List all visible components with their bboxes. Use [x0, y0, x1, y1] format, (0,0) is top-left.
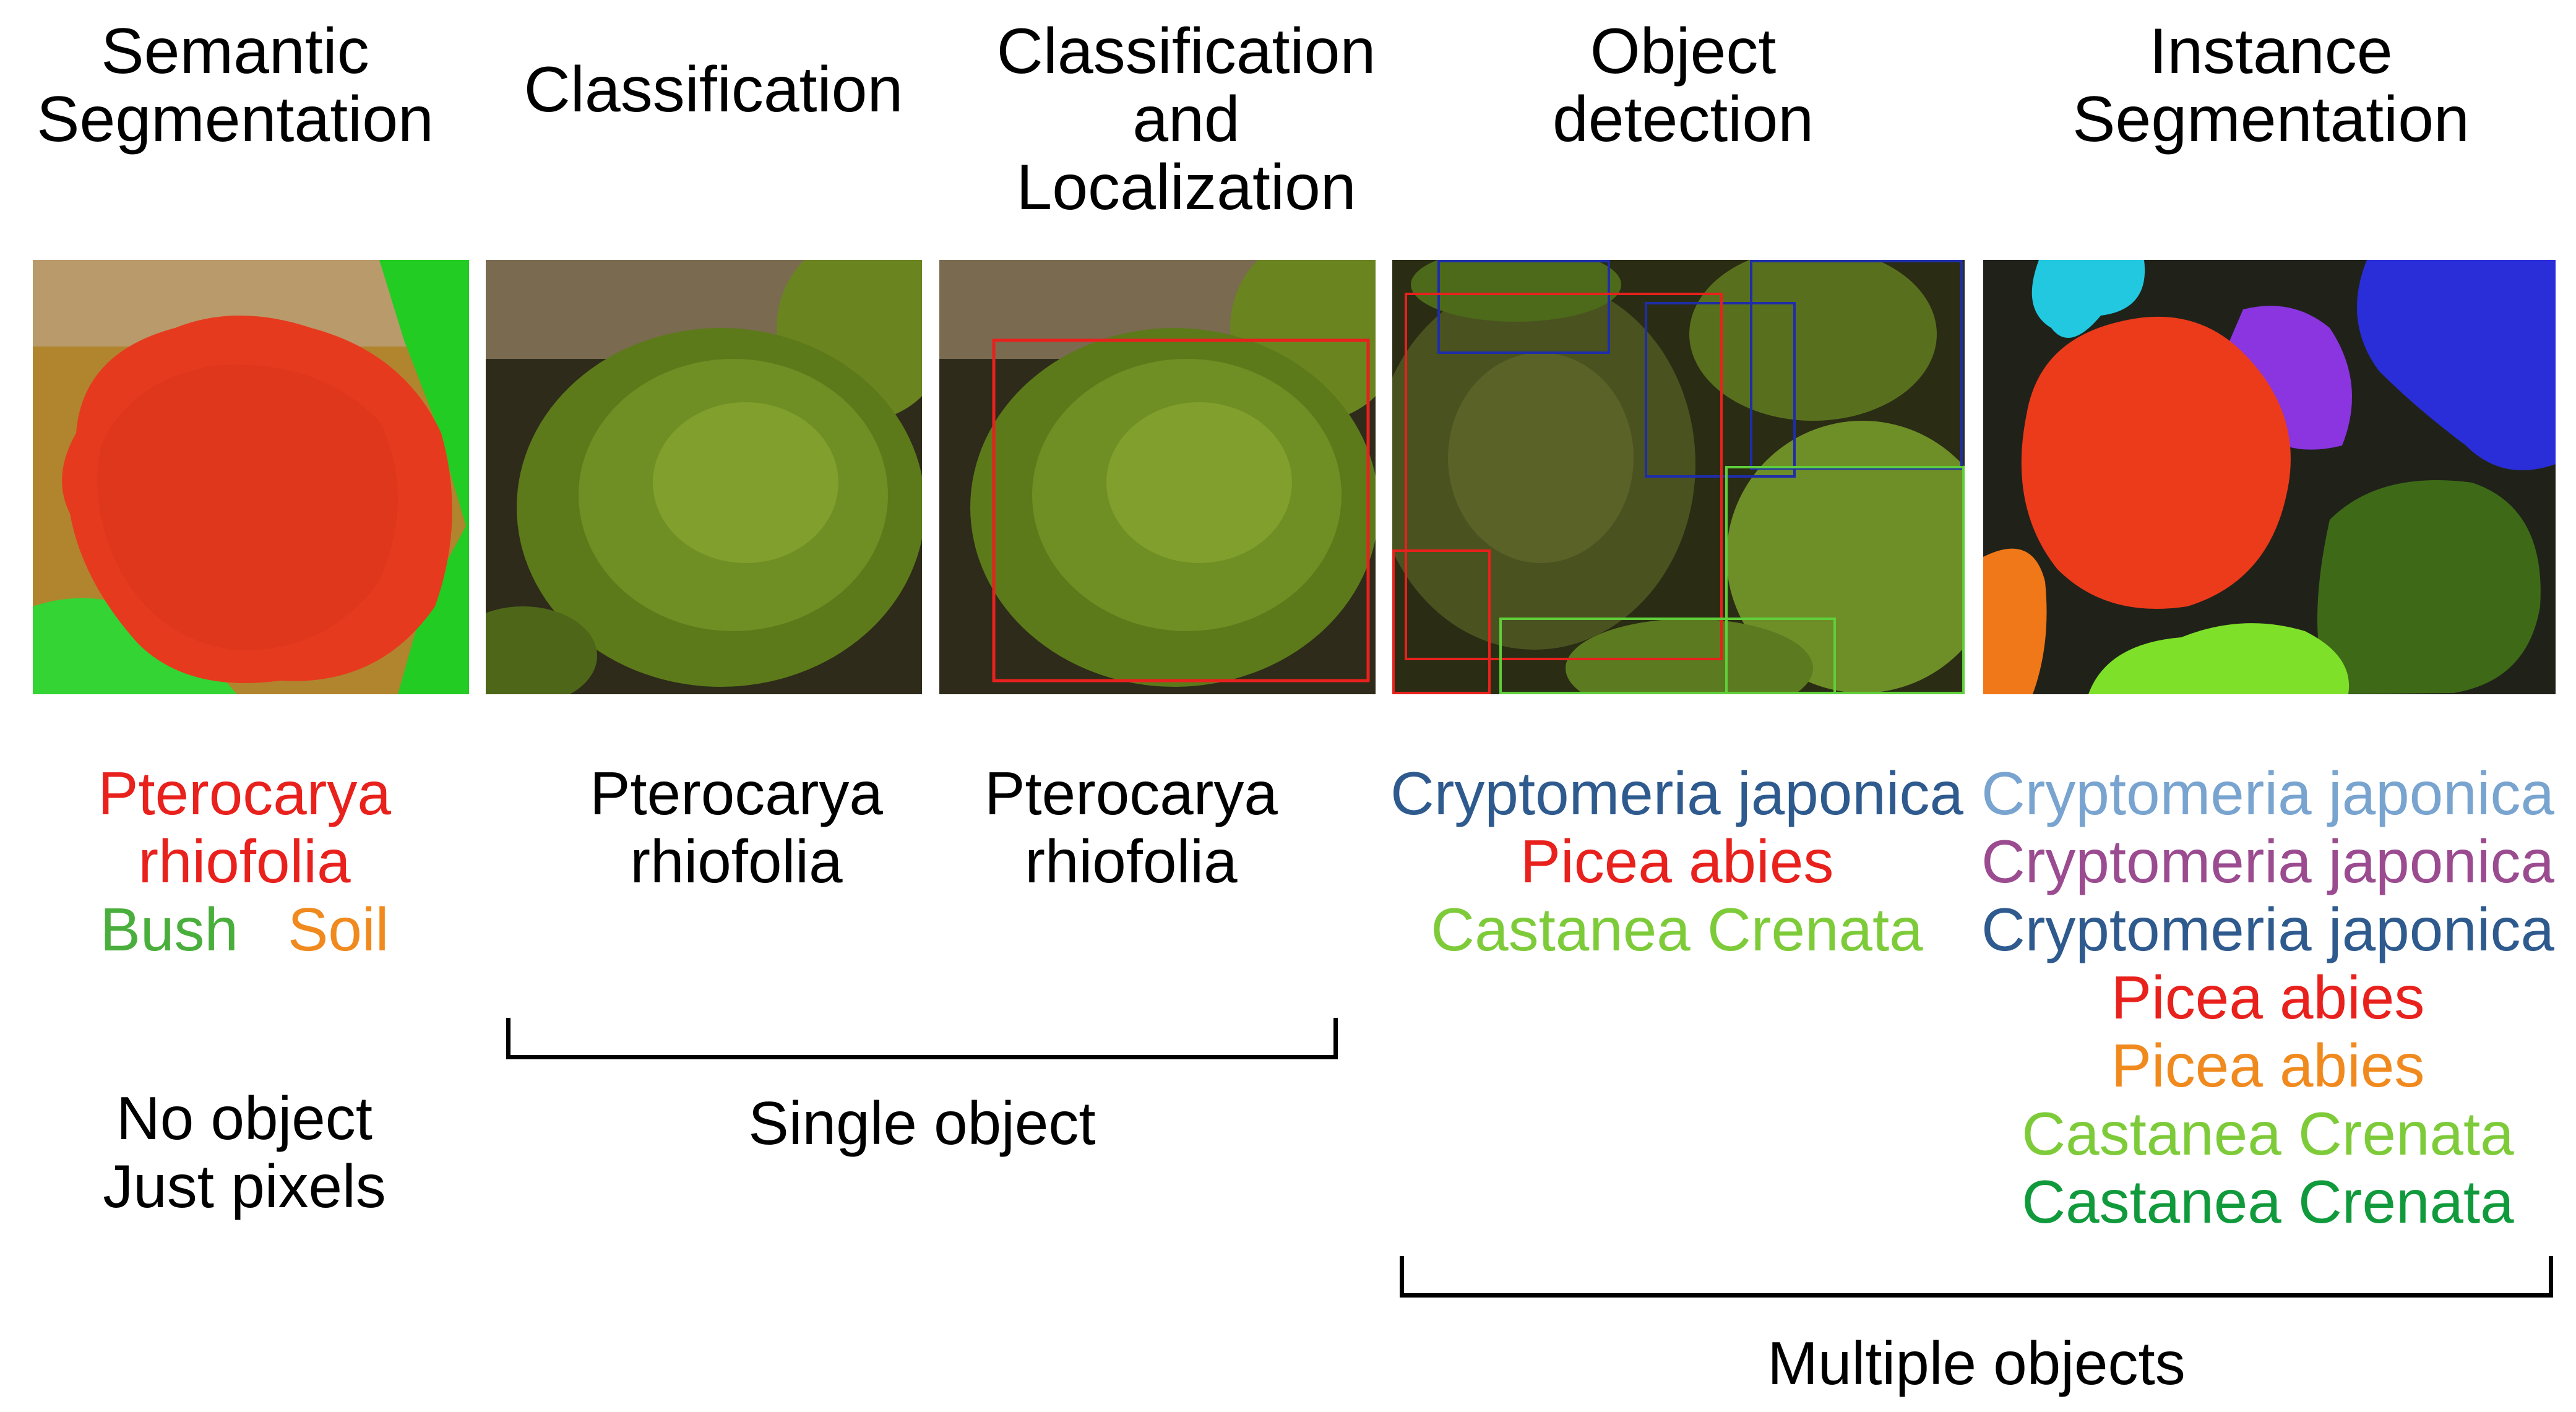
multiple-objects-label: Multiple objects — [1767, 1329, 2186, 1397]
instance-label: Cryptomeria japonica — [1981, 759, 2554, 827]
detection-box-green-2 — [1499, 618, 1836, 694]
instance-label: Picea abies — [2111, 963, 2425, 1031]
instance-label: Picea abies — [2111, 1031, 2425, 1100]
instance-segmentation-image — [1983, 260, 2556, 694]
classification-image — [486, 260, 922, 694]
instance-label: Cryptomeria japonica — [1981, 827, 2554, 895]
instance-label: Castanea Crenata — [2022, 1100, 2514, 1168]
detection-box-blue-1 — [1437, 260, 1610, 354]
label-tree-line2: rhiofolia — [138, 827, 351, 895]
semantic-segmentation-image — [33, 260, 469, 694]
detection-label: Picea abies — [1520, 827, 1834, 895]
detection-box-green-1 — [1725, 466, 1965, 694]
title-classification: Classification — [523, 54, 903, 126]
detection-label: Castanea Crenata — [1431, 895, 1923, 963]
detection-box-red-1 — [1405, 293, 1723, 660]
multiple-objects-bracket — [1400, 1256, 2553, 1298]
semantic-labels: Pterocarya rhiofolia Bush Soil — [12, 759, 476, 963]
instance-label: Castanea Crenata — [2022, 1168, 2514, 1236]
instance-label: Cryptomeria japonica — [1981, 895, 2554, 963]
instance-labels: Cryptomeria japonica Cryptomeria japonic… — [1971, 759, 2565, 1236]
label-soil: Soil — [287, 895, 389, 963]
localization-image — [939, 260, 1376, 694]
single-object-bracket — [506, 1018, 1338, 1059]
bounding-box — [992, 338, 1370, 682]
detection-box-red-2 — [1392, 549, 1491, 694]
detection-label: Cryptomeria japonica — [1390, 759, 1963, 827]
localization-labels: Pterocarya rhiofolia — [984, 759, 1278, 895]
label-bush: Bush — [100, 895, 238, 963]
classification-labels: Pterocarya rhiofolia — [590, 759, 883, 895]
semantic-note: No object Just pixels — [103, 1084, 386, 1220]
detection-labels: Cryptomeria japonica Picea abies Castane… — [1386, 759, 1968, 963]
single-object-label: Single object — [748, 1089, 1096, 1157]
object-detection-image — [1392, 260, 1965, 694]
label-tree: Pterocarya — [98, 759, 391, 827]
